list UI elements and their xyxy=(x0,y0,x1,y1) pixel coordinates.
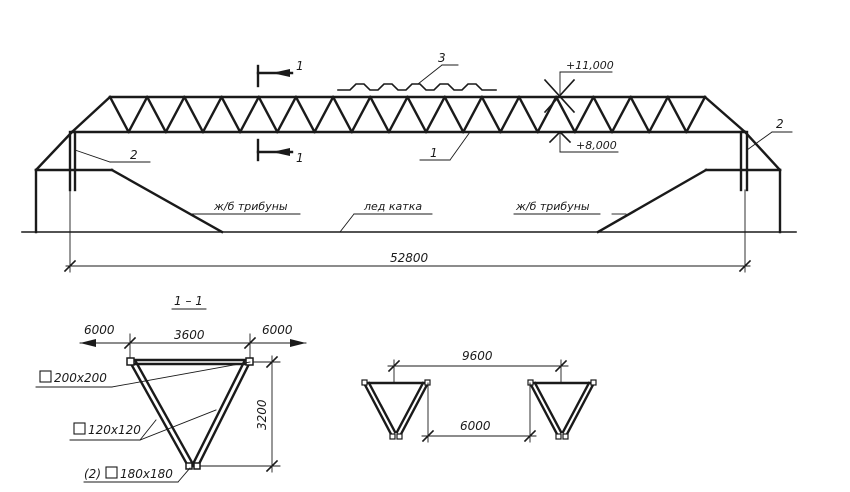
svg-text:3600: 3600 xyxy=(174,328,205,342)
truss-web-member xyxy=(424,95,447,134)
truss-web-member xyxy=(461,95,484,134)
truss-web-member xyxy=(294,95,317,134)
truss-web-member xyxy=(331,95,354,134)
elevation-mark-bottom: +8,000 xyxy=(548,130,619,153)
svg-text:+11,000: +11,000 xyxy=(566,59,614,72)
section-mark-top: 1 xyxy=(256,59,304,88)
svg-text:180x180: 180x180 xyxy=(120,467,173,481)
svg-text:3200: 3200 xyxy=(255,399,269,430)
truss-web-member xyxy=(443,95,465,134)
callout-2-left: 2 xyxy=(74,148,151,163)
svg-text:1: 1 xyxy=(296,59,304,73)
truss-web-member xyxy=(182,95,205,134)
truss-web-member xyxy=(405,95,428,134)
svg-text:52800: 52800 xyxy=(390,251,429,265)
svg-text:2: 2 xyxy=(776,117,784,131)
svg-text:ж/б трибуны: ж/б трибуны xyxy=(213,200,288,213)
svg-text:9600: 9600 xyxy=(462,349,493,363)
truss-web-member xyxy=(573,95,596,134)
label-rink-ice: лед катка xyxy=(339,200,433,233)
truss-web-member xyxy=(219,95,242,134)
truss-web xyxy=(108,95,707,134)
svg-text:200x200: 200x200 xyxy=(54,371,107,385)
svg-text:1: 1 xyxy=(430,146,438,160)
truss-web-member xyxy=(201,95,224,134)
truss-web-member xyxy=(629,95,651,134)
svg-text:1: 1 xyxy=(296,151,304,165)
svg-text:+8,000: +8,000 xyxy=(576,139,617,152)
svg-text:(2): (2) xyxy=(84,467,101,481)
truss-web-member xyxy=(610,95,633,134)
svg-text:2: 2 xyxy=(130,148,138,162)
truss-web-member xyxy=(350,95,372,134)
truss-web-member xyxy=(480,95,503,134)
truss-web-member xyxy=(591,95,614,134)
truss-web-member xyxy=(312,95,335,134)
svg-text:6000: 6000 xyxy=(460,419,491,433)
section-1-1: 1 – 1 6000 3600 6000 3200 xyxy=(35,294,307,483)
building-frame xyxy=(21,130,797,234)
truss-web-member xyxy=(275,95,298,134)
svg-text:3: 3 xyxy=(438,51,446,65)
truss-elevation xyxy=(70,95,747,134)
truss-web-member xyxy=(164,95,186,134)
svg-text:лед катка: лед катка xyxy=(363,200,422,213)
svg-text:120x120: 120x120 xyxy=(88,423,141,437)
roof-sheet-profile: 3 xyxy=(337,51,497,91)
truss-web-member xyxy=(554,95,577,134)
label-stands-left: ж/б трибуны xyxy=(189,200,301,215)
svg-text:6000: 6000 xyxy=(262,323,293,337)
truss-web-member xyxy=(368,95,391,134)
truss-web-member xyxy=(145,95,168,134)
truss-web-member xyxy=(126,95,149,134)
truss-web-member xyxy=(684,95,707,134)
label-stands-right: ж/б трибуны xyxy=(513,200,627,215)
section-mark-bottom: 1 xyxy=(256,138,304,165)
truss-web-member xyxy=(238,95,261,134)
truss-web-member xyxy=(498,95,521,134)
callout-2-right: 2 xyxy=(746,117,793,151)
dimension-span: 52800 xyxy=(63,189,752,273)
truss-pair-detail: 9600 6000 xyxy=(361,349,597,443)
truss-web-member xyxy=(387,95,410,134)
svg-text:6000: 6000 xyxy=(84,323,115,337)
truss-web-member xyxy=(666,95,689,134)
section-title: 1 – 1 xyxy=(174,294,203,308)
elevation-mark-top: +11,000 xyxy=(543,59,614,114)
callout-1: 1 xyxy=(419,131,471,161)
truss-web-member xyxy=(257,95,279,134)
svg-text:ж/б трибуны: ж/б трибуны xyxy=(515,200,590,213)
truss-web-member xyxy=(647,95,670,134)
truss-web-member xyxy=(517,95,540,134)
truss-web-member xyxy=(108,95,131,134)
